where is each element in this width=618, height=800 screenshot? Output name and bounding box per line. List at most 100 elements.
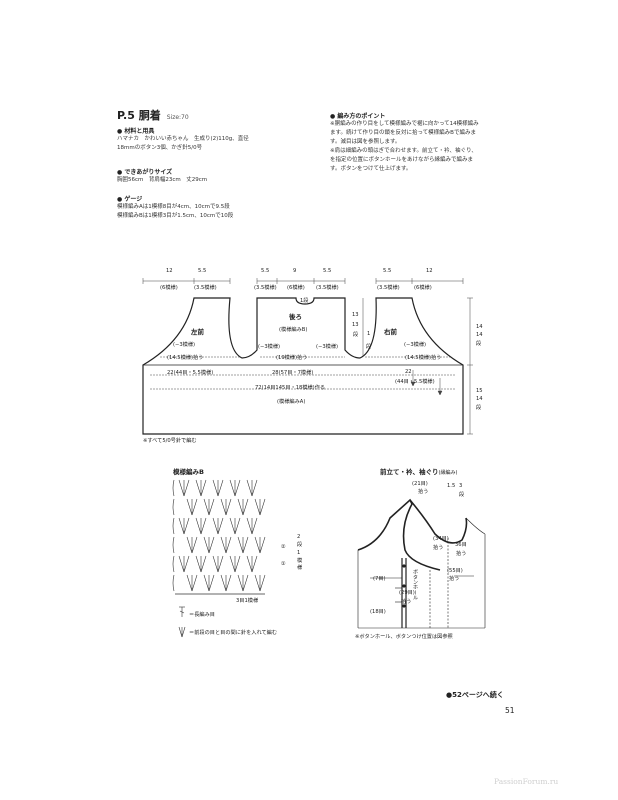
dim-13-b: 13 — [352, 322, 359, 328]
pattern-b-row-1: ① — [281, 561, 286, 567]
dim-top-4: 9 — [293, 268, 297, 274]
stitch-mark — [212, 555, 219, 573]
stitch-mark — [191, 574, 198, 592]
dim-top-1: 12 — [166, 268, 173, 274]
stitch-mark — [220, 498, 227, 516]
c18: (18目) — [370, 609, 386, 615]
stitch-mark — [251, 555, 258, 573]
stitch-mark — [183, 479, 190, 497]
back-label: 後ろ — [289, 313, 302, 321]
stitch-mark — [183, 517, 190, 535]
stitch-mark — [251, 517, 258, 535]
stitch-mark — [234, 517, 241, 535]
minus3-center-right: (−3模様) — [316, 344, 339, 350]
stitch-mark — [225, 536, 232, 554]
stitch-mark — [203, 498, 210, 516]
stitch-mark — [217, 555, 224, 573]
pattern-b-chart — [172, 479, 266, 595]
points-line-1: ※胴編みの作り目をして模様編みで裾に向かって14模様編み — [330, 121, 479, 127]
stitch-mark — [191, 498, 198, 516]
gauge-section: ● ゲージ 模様編みAは1模様8目が4cm、10cmで9.5段 模様編みBは1模… — [117, 194, 317, 221]
stitch-mark — [259, 536, 266, 554]
c3b: 段 — [459, 492, 465, 498]
stitch-mark — [212, 517, 219, 535]
stitch-mark — [191, 536, 198, 554]
points-line-5: を指定の位置にボタンホールをあけながら縁編みで編みま — [330, 157, 474, 163]
c7: (7目) — [373, 576, 386, 582]
dim-22-right: 22 — [405, 369, 412, 375]
stitch-mark — [200, 479, 207, 497]
pb-side-d: 模 — [297, 558, 303, 564]
pick-14-5-left: (14.5模様)拾う — [167, 355, 204, 361]
stitch-mark — [229, 479, 236, 497]
stitch-mark — [195, 555, 202, 573]
stitch-mark — [225, 574, 232, 592]
stitch-mark — [242, 498, 249, 516]
dim-top-6: 5.5 — [383, 268, 392, 274]
turn-mark — [172, 498, 175, 516]
turn-mark — [172, 517, 175, 535]
stitch-mark — [259, 498, 266, 516]
stitch-mark — [242, 536, 249, 554]
pattern-b-label: (模様編みB) — [279, 327, 308, 333]
stitch-mark — [186, 574, 193, 592]
stitch-mark — [178, 555, 185, 573]
buttonhole-label: ボタンホール — [412, 569, 418, 601]
legend-symbols — [178, 606, 186, 638]
c36: 36目 — [455, 542, 467, 548]
dim-13-a: 13 — [352, 312, 359, 318]
stitch-mark — [212, 479, 219, 497]
gauge-heading: ● ゲージ — [117, 196, 143, 203]
finished-heading: ● できあがりサイズ — [117, 169, 173, 176]
watermark: PassionForum.ru — [494, 777, 559, 786]
gauge-line-2: 模様編みBは1模様3目が1.5cm、10cmで10段 — [117, 213, 234, 219]
finished-line-1: 胸囲56cm 背肩幅23cm 丈29cm — [117, 177, 208, 183]
pattern-a-label: (模様編みA) — [277, 399, 306, 405]
stitch-mark — [186, 536, 193, 554]
c36b: 拾う — [456, 551, 467, 557]
page-title: P.5 胴着 Size:70 — [117, 107, 189, 123]
continue-note: ●52ページへ続く — [446, 691, 504, 699]
stitch-mark — [203, 536, 210, 554]
size-label: Size:70 — [166, 114, 189, 121]
stitch-mark — [251, 479, 258, 497]
c55b: 拾う — [449, 576, 460, 582]
dim-72: 72(14目145目・18模様)作る — [255, 385, 326, 391]
finished-section: ● できあがりサイズ 胸囲56cm 背肩幅23cm 丈29cm — [117, 167, 317, 185]
count-top-1: (6模様) — [160, 285, 178, 291]
stitch-mark — [200, 517, 207, 535]
c34: (34目) — [433, 536, 449, 542]
stitch-mark — [229, 517, 236, 535]
points-line-4: ※肩は細編みの頭はぎで合わせます。前立て・衿、袖ぐり、 — [330, 148, 477, 154]
c21: (21目) — [412, 481, 428, 487]
stitch-mark — [259, 574, 266, 592]
title-text: P.5 胴着 — [117, 109, 161, 122]
stitch-mark — [246, 555, 253, 573]
points-line-6: す。ボタンをつけて仕上げます。 — [330, 166, 412, 172]
dim-13-c: 段 — [353, 332, 359, 338]
materials-line-2: 18mmのボタン3個、かぎ針5/0号 — [117, 145, 203, 151]
pb-side-c: 1 — [297, 550, 301, 556]
pick-14-5-right: (14.5模様)拾う — [405, 355, 442, 361]
c21b: 拾う — [418, 489, 429, 495]
pb-side-a: 2 — [297, 534, 301, 540]
stitch-mark — [195, 479, 202, 497]
gauge-line-1: 模様編みAは1模様8目が4cm、10cmで9.5段 — [117, 204, 230, 210]
dim-1-b: 段 — [366, 344, 372, 350]
stitch-mark — [200, 555, 207, 573]
minus3-left: (−3模様) — [173, 342, 196, 348]
count-top-4: (6模様) — [287, 285, 305, 291]
stitch-mark — [220, 574, 227, 592]
page-number: 51 — [505, 706, 515, 715]
turn-mark — [172, 536, 175, 554]
points-line-3: す。減目は図を参照します。 — [330, 139, 401, 145]
count-top-3: (3.5模様) — [254, 285, 277, 291]
stitch-mark — [178, 517, 185, 535]
front-band-title: 前立て・衿、袖ぐり(縁編み) — [380, 468, 458, 476]
dim-top-3: 5.5 — [261, 268, 270, 274]
front-band-note: ※ボタンホール、ボタンつけ位置は図参照 — [355, 634, 453, 640]
left-front-label: 左前 — [191, 328, 204, 336]
materials-section: ● 材料と用具 ハマナカ かわいい赤ちゃん 生成り(2)110g、直径 18mm… — [117, 126, 317, 153]
points-line-2: ます。続けて作り目の鎖を反対に拾って模様編みBで編みま — [330, 130, 476, 136]
